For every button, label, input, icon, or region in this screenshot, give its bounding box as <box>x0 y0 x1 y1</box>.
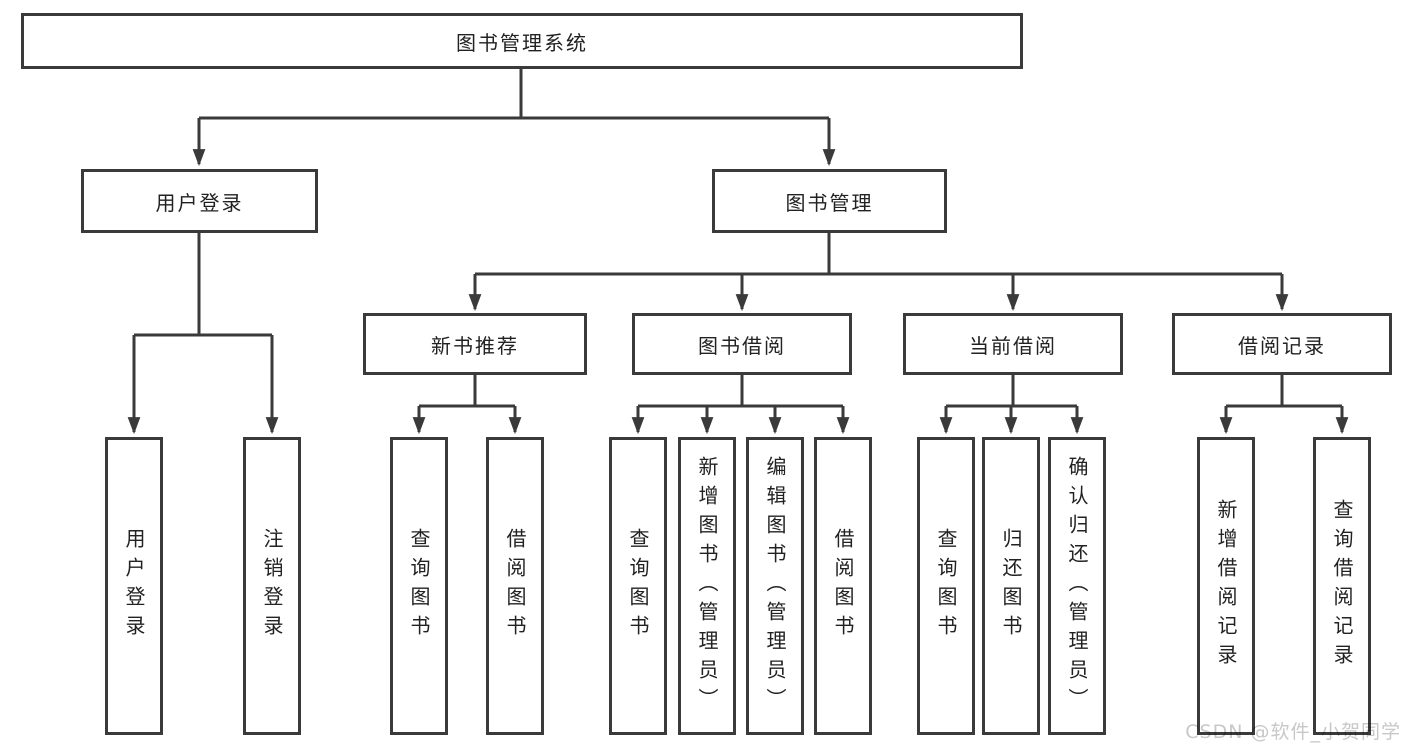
leaf-borrow-books-recommend: 借阅图书 <box>486 437 544 735</box>
node-book-management-label: 图书管理 <box>785 190 874 215</box>
leaf-add-book-admin: 新增图书（管理员） <box>678 437 736 735</box>
leaf-return-book: 归还图书 <box>982 437 1040 735</box>
leaf-user-login-label: 用户登录 <box>122 528 146 644</box>
node-book-borrowing-label: 图书借阅 <box>698 333 786 358</box>
node-new-book-recommend-label: 新书推荐 <box>431 333 519 358</box>
leaf-query-books-current: 查询图书 <box>917 437 975 735</box>
node-user-login: 用户登录 <box>81 169 318 233</box>
node-current-borrowing: 当前借阅 <box>903 313 1123 375</box>
leaf-add-book-admin-label: 新增图书（管理员） <box>695 455 719 717</box>
leaf-return-book-label: 归还图书 <box>999 528 1023 644</box>
leaf-confirm-return-admin: 确认归还（管理员） <box>1048 437 1106 735</box>
leaf-query-books-borrowing-label: 查询图书 <box>626 528 650 644</box>
leaf-logout-label: 注销登录 <box>260 528 284 644</box>
node-borrowing-records-label: 借阅记录 <box>1238 333 1326 358</box>
leaf-borrow-books-borrowing: 借阅图书 <box>814 437 872 735</box>
node-current-borrowing-label: 当前借阅 <box>969 333 1057 358</box>
watermark: CSDN @软件_小贺同学 <box>1185 721 1401 743</box>
leaf-user-login: 用户登录 <box>105 437 163 735</box>
leaf-query-books-recommend-label: 查询图书 <box>407 528 431 644</box>
leaf-borrow-books-recommend-label: 借阅图书 <box>503 528 527 644</box>
leaf-borrow-books-borrowing-label: 借阅图书 <box>831 528 855 644</box>
leaf-query-borrow-record-label: 查询借阅记录 <box>1330 499 1354 673</box>
leaf-edit-book-admin-label: 编辑图书（管理员） <box>763 455 787 717</box>
node-root-label: 图书管理系统 <box>456 30 588 55</box>
node-new-book-recommend: 新书推荐 <box>363 313 587 375</box>
node-borrowing-records: 借阅记录 <box>1172 313 1392 375</box>
leaf-query-borrow-record: 查询借阅记录 <box>1313 437 1371 735</box>
leaf-logout: 注销登录 <box>243 437 301 735</box>
leaf-add-borrow-record: 新增借阅记录 <box>1197 437 1255 735</box>
leaf-add-borrow-record-label: 新增借阅记录 <box>1214 499 1238 673</box>
node-user-login-label: 用户登录 <box>155 190 244 215</box>
node-book-borrowing: 图书借阅 <box>632 313 852 375</box>
leaf-query-books-recommend: 查询图书 <box>390 437 448 735</box>
leaf-query-books-borrowing: 查询图书 <box>609 437 667 735</box>
node-book-management: 图书管理 <box>712 169 947 233</box>
node-root: 图书管理系统 <box>21 13 1023 69</box>
leaf-query-books-current-label: 查询图书 <box>934 528 958 644</box>
leaf-edit-book-admin: 编辑图书（管理员） <box>746 437 804 735</box>
leaf-confirm-return-admin-label: 确认归还（管理员） <box>1065 455 1089 717</box>
